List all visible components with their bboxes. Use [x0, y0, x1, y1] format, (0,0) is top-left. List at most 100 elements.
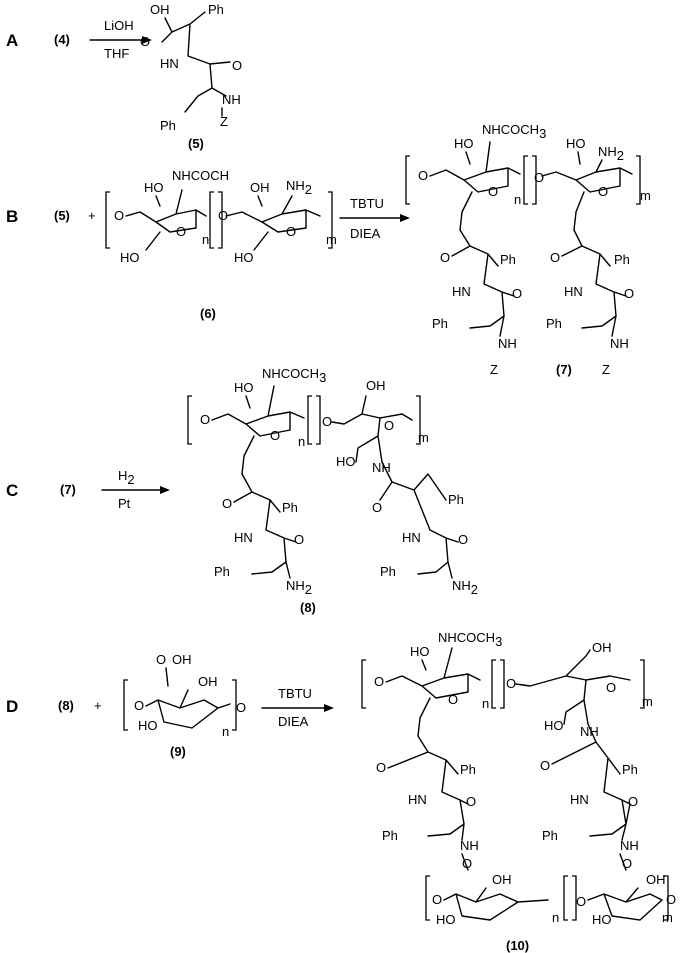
- atom-ring-o: O: [384, 418, 394, 433]
- panel-label-b: B: [6, 207, 18, 226]
- atom-m: m: [642, 694, 653, 709]
- atom-n: n: [298, 434, 305, 449]
- reagent-diea: DIEA: [350, 226, 381, 241]
- compound-8-structure: O HO NHCOCH3 O n O OH O m HO NH O Ph HN …: [187, 366, 478, 597]
- atom-ph: Ph: [432, 316, 448, 331]
- atom-n: n: [482, 696, 489, 711]
- atom-nh2: NH2: [286, 178, 312, 197]
- atom-ph: Ph: [208, 2, 224, 17]
- compound-5-reactant: (5): [54, 208, 70, 223]
- atom-nh: NH: [222, 92, 241, 107]
- compound-6-label: (6): [200, 306, 216, 321]
- atom-ring-o: O: [598, 184, 608, 199]
- atom-ring-o: O: [448, 692, 458, 707]
- atom-nh: NH: [460, 838, 479, 853]
- atom-ho: HO: [234, 250, 254, 265]
- atom-o: O: [458, 532, 468, 547]
- atom-nh2: NH2: [286, 578, 312, 597]
- atom-ph: Ph: [448, 492, 464, 507]
- atom-m: m: [326, 232, 337, 247]
- panel-label-a: A: [6, 31, 18, 50]
- atom-oh: OH: [250, 180, 270, 195]
- atom-n: n: [514, 192, 521, 207]
- atom-ho: HO: [544, 718, 564, 733]
- arrow-b: [339, 214, 410, 222]
- atom-o: O: [232, 58, 242, 73]
- atom-nh: NH: [620, 838, 639, 853]
- atom-nh2: NH2: [452, 578, 478, 597]
- panel-label-c: C: [6, 481, 18, 500]
- atom-hn: HN: [408, 792, 427, 807]
- compound-5-label: (5): [188, 136, 204, 151]
- atom-o: O: [666, 892, 676, 907]
- solvent-thf: THF: [104, 46, 129, 61]
- atom-hn: HN: [452, 284, 471, 299]
- compound-7-label: (7): [556, 362, 572, 377]
- atom-o: O: [512, 286, 522, 301]
- atom-o: O: [624, 286, 634, 301]
- atom-o: O: [374, 674, 384, 689]
- atom-ho: HO: [410, 644, 430, 659]
- atom-o: O: [466, 794, 476, 809]
- atom-o: O: [534, 170, 544, 185]
- atom-nhcoch3: NHCOCH3: [482, 122, 546, 141]
- reagent-h2: H2: [118, 468, 135, 487]
- atom-ho: HO: [120, 250, 140, 265]
- atom-oh: OH: [646, 872, 666, 887]
- atom-ph: Ph: [622, 762, 638, 777]
- atom-o: O: [140, 34, 150, 49]
- atom-ph: Ph: [460, 762, 476, 777]
- atom-o: O: [540, 758, 550, 773]
- atom-o: O: [236, 700, 246, 715]
- atom-o: O: [114, 208, 124, 223]
- panel-c: C (7) H2 Pt O HO NHCOCH3 O n O OH O m HO…: [6, 366, 478, 615]
- atom-ring-o: O: [286, 224, 296, 239]
- atom-oh: OH: [198, 674, 218, 689]
- atom-o: O: [294, 532, 304, 547]
- atom-nh: NH: [610, 336, 629, 351]
- atom-n: n: [222, 724, 229, 739]
- atom-ho: HO: [138, 718, 158, 733]
- atom-o: O: [576, 894, 586, 909]
- atom-nh: NH: [580, 724, 599, 739]
- compound-8-label: (8): [300, 600, 316, 615]
- atom-o: O: [418, 168, 428, 183]
- atom-nhcoch3: NHCOCH3: [262, 366, 326, 385]
- atom-oh: OH: [150, 2, 170, 17]
- atom-o: O: [134, 698, 144, 713]
- atom-z: Z: [490, 362, 498, 377]
- atom-ring-o: O: [488, 184, 498, 199]
- atom-o: O: [200, 412, 210, 427]
- atom-nhcoch3: NHCOCH3: [438, 630, 502, 649]
- atom-ho: HO: [566, 136, 586, 151]
- atom-ring-o: O: [176, 224, 186, 239]
- compound-9-structure: O OH OH O HO n O: [123, 652, 246, 739]
- atom-z: Z: [220, 114, 228, 129]
- plus-sign: +: [94, 698, 102, 713]
- atom-m: m: [418, 430, 429, 445]
- panel-label-d: D: [6, 697, 18, 716]
- atom-oh: OH: [172, 652, 192, 667]
- atom-m: m: [640, 188, 651, 203]
- reagent-tbtu: TBTU: [350, 196, 384, 211]
- atom-o: O: [440, 250, 450, 265]
- atom-ph: Ph: [542, 828, 558, 843]
- arrow-d: [261, 704, 334, 712]
- reagent-lioh: LiOH: [104, 18, 134, 33]
- compound-4-label: (4): [54, 32, 70, 47]
- atom-o: O: [550, 250, 560, 265]
- atom-o: O: [376, 760, 386, 775]
- atom-ph: Ph: [382, 828, 398, 843]
- atom-ph: Ph: [546, 316, 562, 331]
- atom-hn: HN: [160, 56, 179, 71]
- compound-7-structure: O HO NHCOCH3 HO NH2 O n O O m O Ph HN O …: [405, 122, 651, 377]
- atom-oh: OH: [592, 640, 612, 655]
- atom-oh: OH: [366, 378, 386, 393]
- atom-ph: Ph: [214, 564, 230, 579]
- compound-10-structure: O HO NHCOCH3 O n O OH O m HO NH O Ph HN …: [361, 630, 676, 927]
- atom-ph: Ph: [282, 500, 298, 515]
- compound-7-reactant: (7): [60, 482, 76, 497]
- atom-o: O: [622, 856, 632, 871]
- atom-o: O: [462, 856, 472, 871]
